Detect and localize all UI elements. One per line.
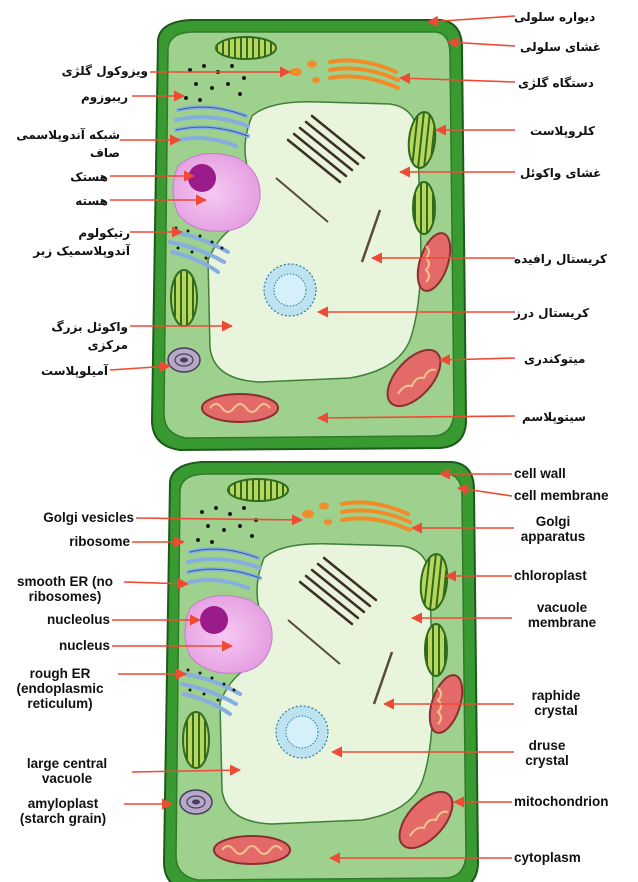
label-chloroplast-fa: کلروپلاست xyxy=(530,124,595,138)
label-smooth-er-fa: شبکه آندوپلاسمی صاف xyxy=(6,126,120,162)
label-rough-er: rough ER (endoplasmic reticulum) xyxy=(4,666,116,711)
label-nucleolus-fa: هستک xyxy=(30,170,108,184)
label-nucleus-fa: هسته xyxy=(30,194,108,208)
label-cell-wall: cell wall xyxy=(514,466,566,481)
label-chloroplast: chloroplast xyxy=(514,568,587,583)
label-golgi-apparatus: Golgi apparatus xyxy=(514,514,592,544)
bottom-cell xyxy=(164,462,478,882)
label-raphide-crystal-fa: کریستال رافیده xyxy=(514,252,607,266)
label-golgi-apparatus-fa: دستگاه گلژی xyxy=(518,76,594,90)
top-cell xyxy=(152,20,466,450)
label-cytoplasm-fa: سیتوپلاسم xyxy=(522,410,586,424)
label-ribosome: ribosome xyxy=(4,534,130,549)
label-golgi-vesicles-fa: ویزوکول گلژی xyxy=(28,64,148,78)
label-large-central-vacuole: large central vacuole xyxy=(4,756,130,786)
label-smooth-er: smooth ER (no ribosomes) xyxy=(6,574,124,604)
label-amyloplast: amyloplast (starch grain) xyxy=(4,796,122,826)
label-cell-membrane-fa: غشای سلولی xyxy=(520,40,601,54)
label-cell-membrane: cell membrane xyxy=(514,488,609,503)
label-vacuole-membrane-fa: غشای واکوئل xyxy=(520,166,601,180)
label-golgi-vesicles: Golgi vesicles xyxy=(4,510,134,525)
label-mitochondrion-fa: میتوکندری xyxy=(524,352,585,366)
label-mitochondrion: mitochondrion xyxy=(514,794,609,809)
label-druse-crystal: druse crystal xyxy=(514,738,580,768)
label-cytoplasm: cytoplasm xyxy=(514,850,581,865)
label-raphide-crystal: raphide crystal xyxy=(514,688,598,718)
label-cell-wall-fa: دیواره سلولی xyxy=(514,10,595,24)
label-vacuole-membrane: vacuole membrane xyxy=(514,600,610,630)
label-large-central-vacuole-fa: واکوئل بزرگ مرکزی xyxy=(14,318,128,354)
label-druse-crystal-fa: کریستال درز xyxy=(514,306,589,320)
label-ribosome-fa: ریبوزوم xyxy=(28,90,128,104)
label-nucleus: nucleus xyxy=(4,638,110,653)
label-nucleolus: nucleolus xyxy=(4,612,110,627)
label-rough-er-fa: رتیکولوم آندوپلاسمیک زبر xyxy=(20,224,130,260)
label-amyloplast-fa: آمیلوپلاست xyxy=(26,364,108,378)
